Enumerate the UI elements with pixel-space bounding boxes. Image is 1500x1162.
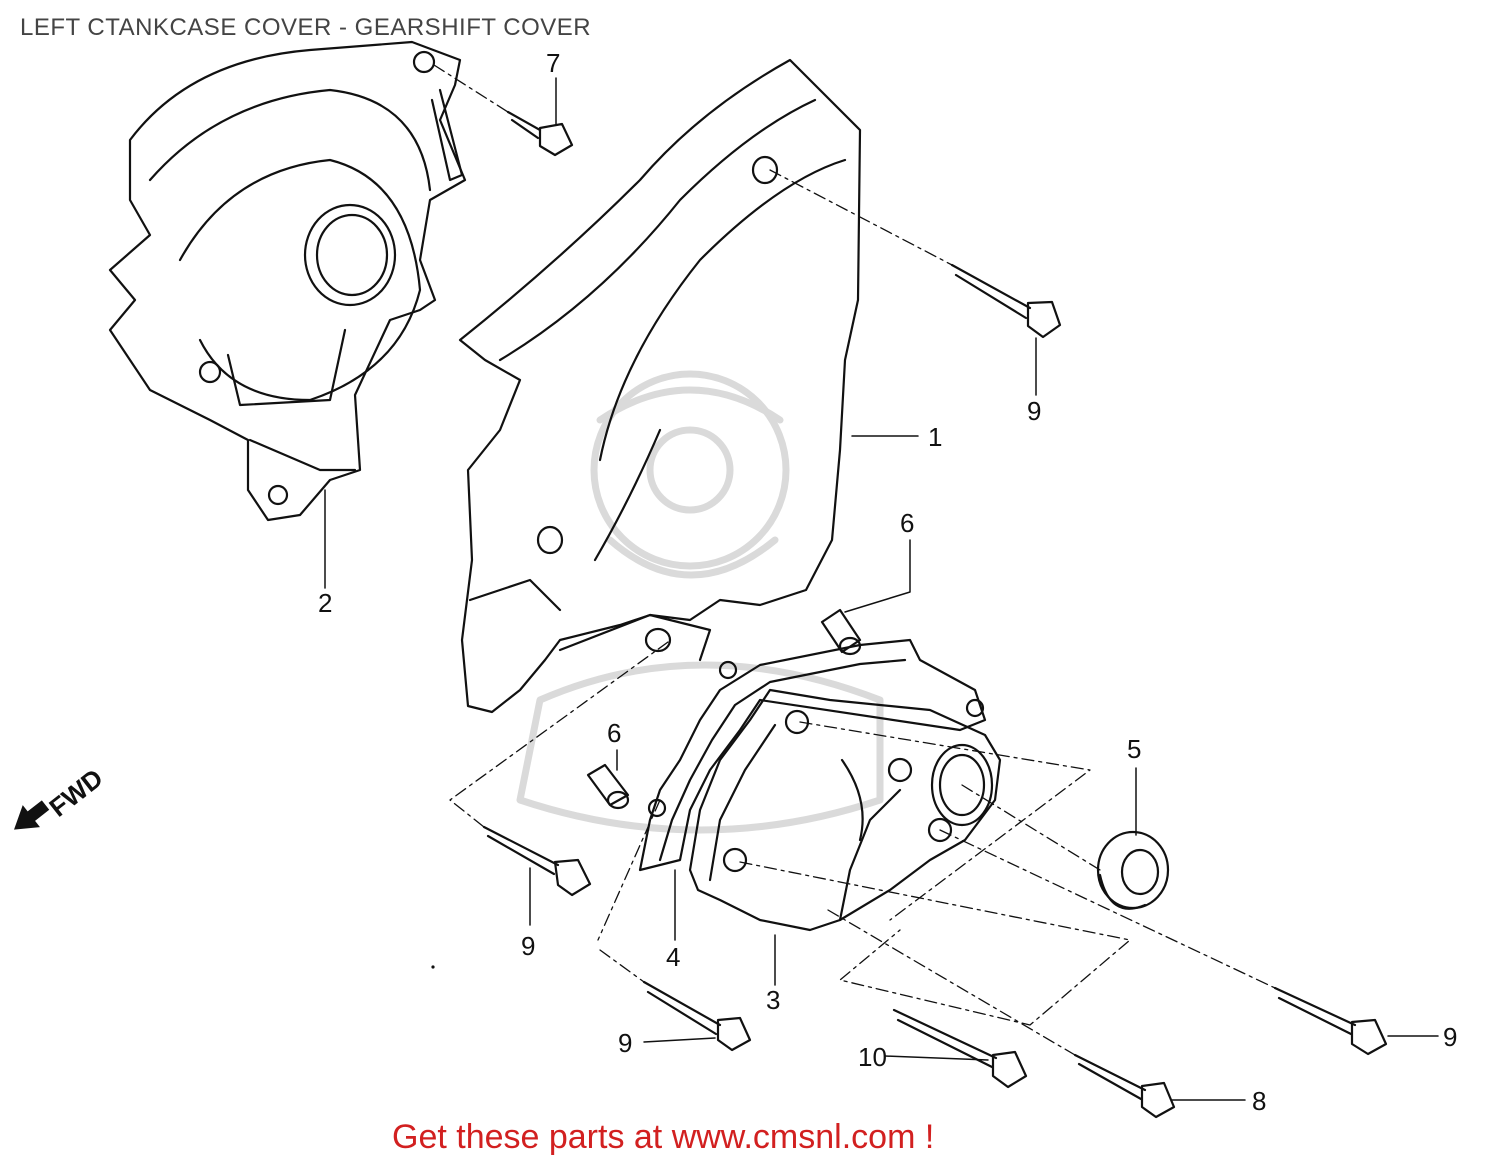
watermark-logo <box>516 370 884 834</box>
callout-2: 2 <box>318 588 332 618</box>
callout-4: 4 <box>666 942 680 972</box>
callout-7: 7 <box>546 48 560 78</box>
part-2-left-crankcase-cover <box>108 40 467 522</box>
part-6-dowel-pin-lower <box>586 763 630 810</box>
fwd-direction-marker: FWD <box>14 763 109 830</box>
callout-9-lower: 9 <box>618 1028 632 1058</box>
callout-1: 1 <box>928 422 942 452</box>
leader-lines <box>324 77 1439 1101</box>
part-4-gasket <box>638 638 987 872</box>
part-3-gearshift-cover <box>688 688 1002 932</box>
bolt-9-left <box>482 825 592 897</box>
footer-link-text[interactable]: Get these parts at www.cmsnl.com ! <box>392 1118 935 1156</box>
callout-3: 3 <box>766 985 780 1015</box>
part-6-dowel-pin-upper <box>820 608 862 656</box>
part-5-oil-seal <box>1096 830 1170 910</box>
fwd-label: FWD <box>43 763 108 823</box>
alignment-lines <box>433 64 1276 1056</box>
callout-9-right: 9 <box>1443 1022 1457 1052</box>
bolt-7 <box>506 110 574 157</box>
bolt-10 <box>892 1008 1028 1089</box>
bolt-9-upper-right <box>950 263 1062 339</box>
callout-10: 10 <box>858 1042 887 1072</box>
callout-9-left: 9 <box>521 931 535 961</box>
callout-6-lower: 6 <box>607 718 621 748</box>
diagram-title: LEFT CTANKCASE COVER - GEARSHIFT COVER <box>20 14 592 41</box>
part-1-sprocket-cover <box>458 58 862 714</box>
bolt-8 <box>1073 1053 1176 1119</box>
stray-dot <box>431 965 435 969</box>
callout-5: 5 <box>1127 734 1141 764</box>
callout-9-upper: 9 <box>1027 396 1041 426</box>
callout-6-upper: 6 <box>900 508 914 538</box>
bolt-9-right <box>1273 986 1388 1056</box>
bolt-9-lower <box>642 980 752 1052</box>
callout-8: 8 <box>1252 1086 1266 1116</box>
